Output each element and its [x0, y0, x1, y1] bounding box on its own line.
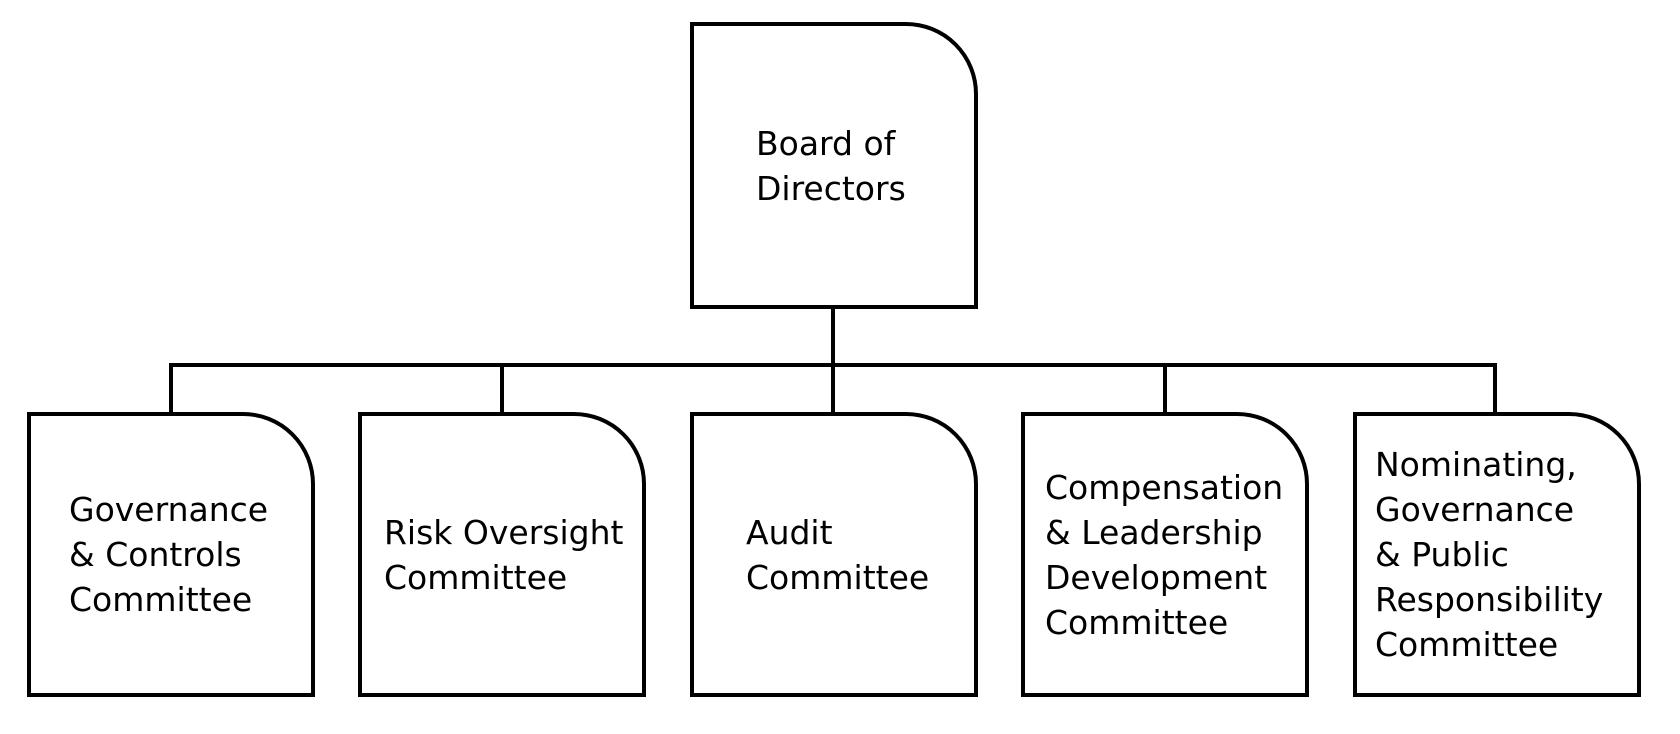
governance-controls-committee-node: Governance & Controls Committee — [27, 412, 315, 697]
node-label: Nominating, Governance & Public Responsi… — [1375, 445, 1604, 664]
node-label: Audit Committee — [746, 512, 930, 597]
risk-oversight-committee-node: Risk Oversight Committee — [358, 412, 646, 697]
nominating-governance-committee-node: Nominating, Governance & Public Responsi… — [1353, 412, 1641, 697]
node-label: Risk Oversight Committee — [384, 512, 624, 597]
audit-committee-node: Audit Committee — [690, 412, 978, 697]
compensation-leadership-committee-node: Compensation & Leadership Development Co… — [1021, 412, 1309, 697]
node-label: Governance & Controls Committee — [69, 490, 269, 619]
node-label: Compensation & Leadership Development Co… — [1045, 467, 1284, 642]
board-of-directors-node: Board of Directors — [690, 22, 978, 309]
node-label: Board of Directors — [756, 123, 906, 208]
